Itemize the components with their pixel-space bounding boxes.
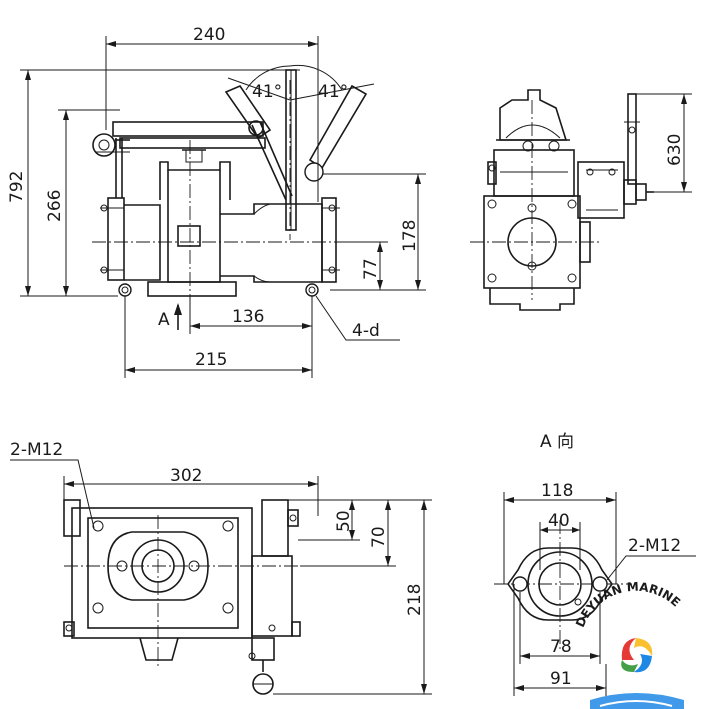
dim-118: 118 (541, 481, 573, 501)
dim-178: 178 (400, 220, 420, 252)
dim-630: 630 (665, 134, 685, 166)
dim-40: 40 (548, 511, 570, 531)
a-view: A 向 118 40 2-M12 78 (494, 432, 696, 696)
dim-91: 91 (550, 669, 572, 689)
view-arrow-a: A (158, 310, 170, 330)
angle-left: 41° (252, 82, 282, 102)
dim-136: 136 (232, 307, 264, 327)
dim-302: 302 (170, 466, 202, 486)
front-view: 240 41° 41° 792 266 178 77 (7, 25, 426, 378)
dim-50: 50 (334, 510, 354, 532)
dim-792: 792 (7, 171, 27, 203)
dim-266: 266 (45, 190, 65, 222)
dim-240: 240 (193, 25, 225, 45)
top-view: 2-M12 (10, 440, 432, 695)
top-thread-callout: 2-M12 (10, 440, 63, 460)
dim-77: 77 (361, 258, 381, 280)
dim-70: 70 (369, 526, 389, 548)
hole-callout: 4-d (352, 321, 380, 341)
dim-78: 78 (550, 637, 572, 657)
watermark-logo: DEYUAN MARINE (573, 580, 684, 709)
watermark-text: DEYUAN MARINE (573, 580, 683, 630)
side-view: 630 (470, 89, 692, 311)
dim-218: 218 (405, 584, 425, 616)
dim-215: 215 (195, 350, 227, 370)
a-view-title: A 向 (540, 432, 574, 452)
a-thread-callout: 2-M12 (628, 536, 681, 556)
angle-right: 41° (318, 82, 348, 102)
